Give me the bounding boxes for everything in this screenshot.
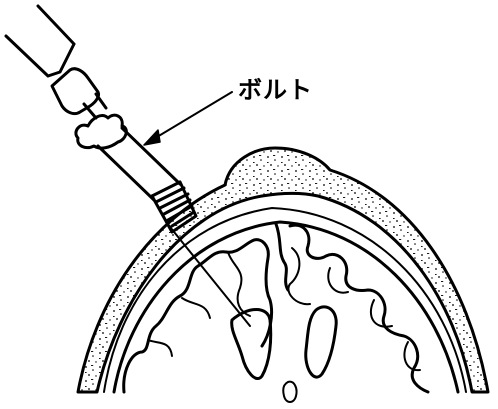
right-ventricle (306, 307, 336, 377)
bolt-label: ボルト (238, 70, 313, 105)
brain-fold-left-3 (148, 340, 172, 356)
brain-fold-left-1 (228, 252, 250, 316)
bolt-head (76, 115, 126, 148)
connector-hub (52, 69, 99, 114)
bolt-leader-line (152, 92, 232, 140)
brain-fold-right-3 (371, 300, 392, 327)
midline-fissure (276, 224, 288, 290)
ventricular-catheter (166, 222, 250, 326)
brain-fold-left-2 (182, 298, 210, 318)
bolt-leader-arrowhead (144, 130, 160, 145)
brain-fold-right-1 (288, 248, 310, 304)
connector-tube (6, 6, 74, 76)
third-ventricle (283, 382, 296, 402)
